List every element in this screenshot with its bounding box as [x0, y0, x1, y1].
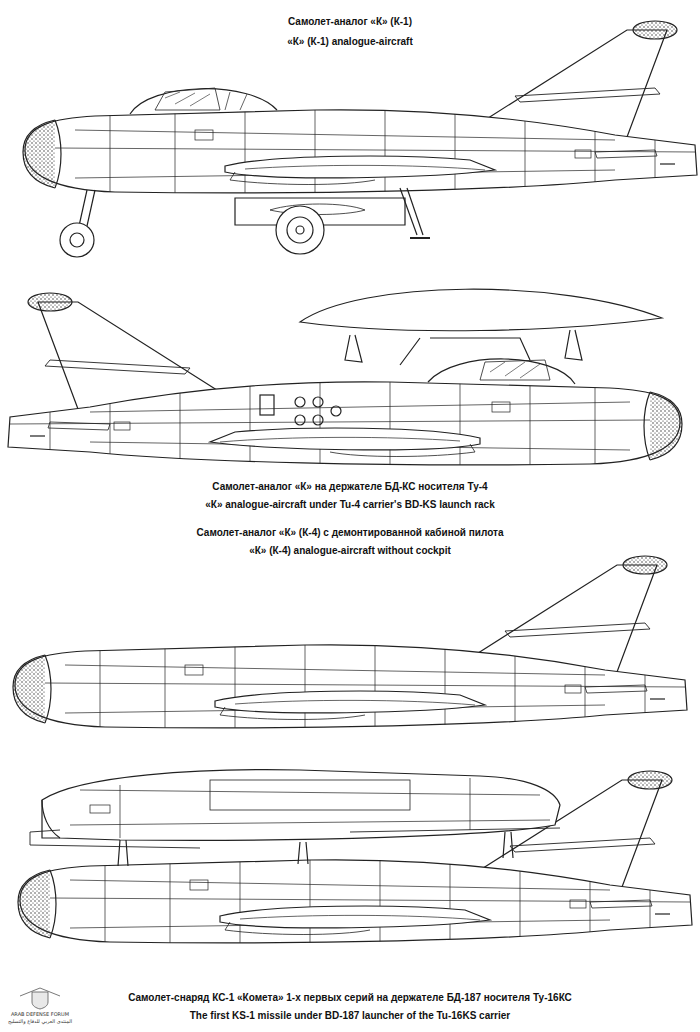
watermark-text: ARAB DEFENSE FORUM — [11, 1011, 69, 1017]
watermark-emblem — [20, 988, 60, 1009]
ks1-missile-and-carrier — [18, 770, 692, 950]
k-under-tu4-rack — [8, 289, 682, 472]
k4-aircraft — [13, 556, 687, 735]
caption-line: Самолет-аналог «К» на держателе БД-КС но… — [212, 481, 487, 493]
caption-line: The first KS-1 missile under BD-187 laun… — [190, 1010, 510, 1022]
caption-line: Самолет-аналог «К» (К-1) — [288, 16, 412, 28]
caption-line: «К» analogue-aircraft under Tu-4 carrier… — [205, 499, 495, 511]
k1-aircraft — [23, 21, 697, 257]
watermark-text: المنتدى العربي للدفاع والتسليح — [8, 1018, 72, 1024]
caption-line: Самолет-аналог «К» (К-4) с демонтированн… — [197, 527, 504, 539]
caption-line: «К» (К-4) analogue-aircraft without cock… — [249, 545, 451, 557]
caption-line: Самолет-снаряд КС-1 «Комета» 1-х первых … — [128, 992, 572, 1004]
caption-line: «К» (К-1) analogue-aircraft — [287, 36, 413, 48]
